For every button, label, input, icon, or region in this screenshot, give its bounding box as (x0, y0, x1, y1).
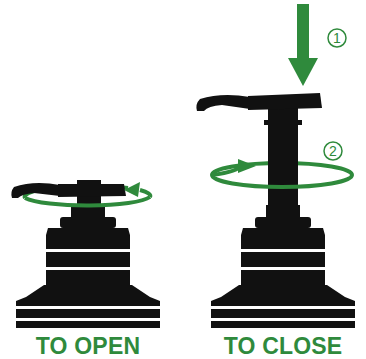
callout-number: 1 (333, 31, 341, 45)
callout-number: 2 (329, 144, 337, 158)
step-caption: TO OPEN (36, 335, 141, 358)
step-caption: TO CLOSE (224, 335, 343, 358)
